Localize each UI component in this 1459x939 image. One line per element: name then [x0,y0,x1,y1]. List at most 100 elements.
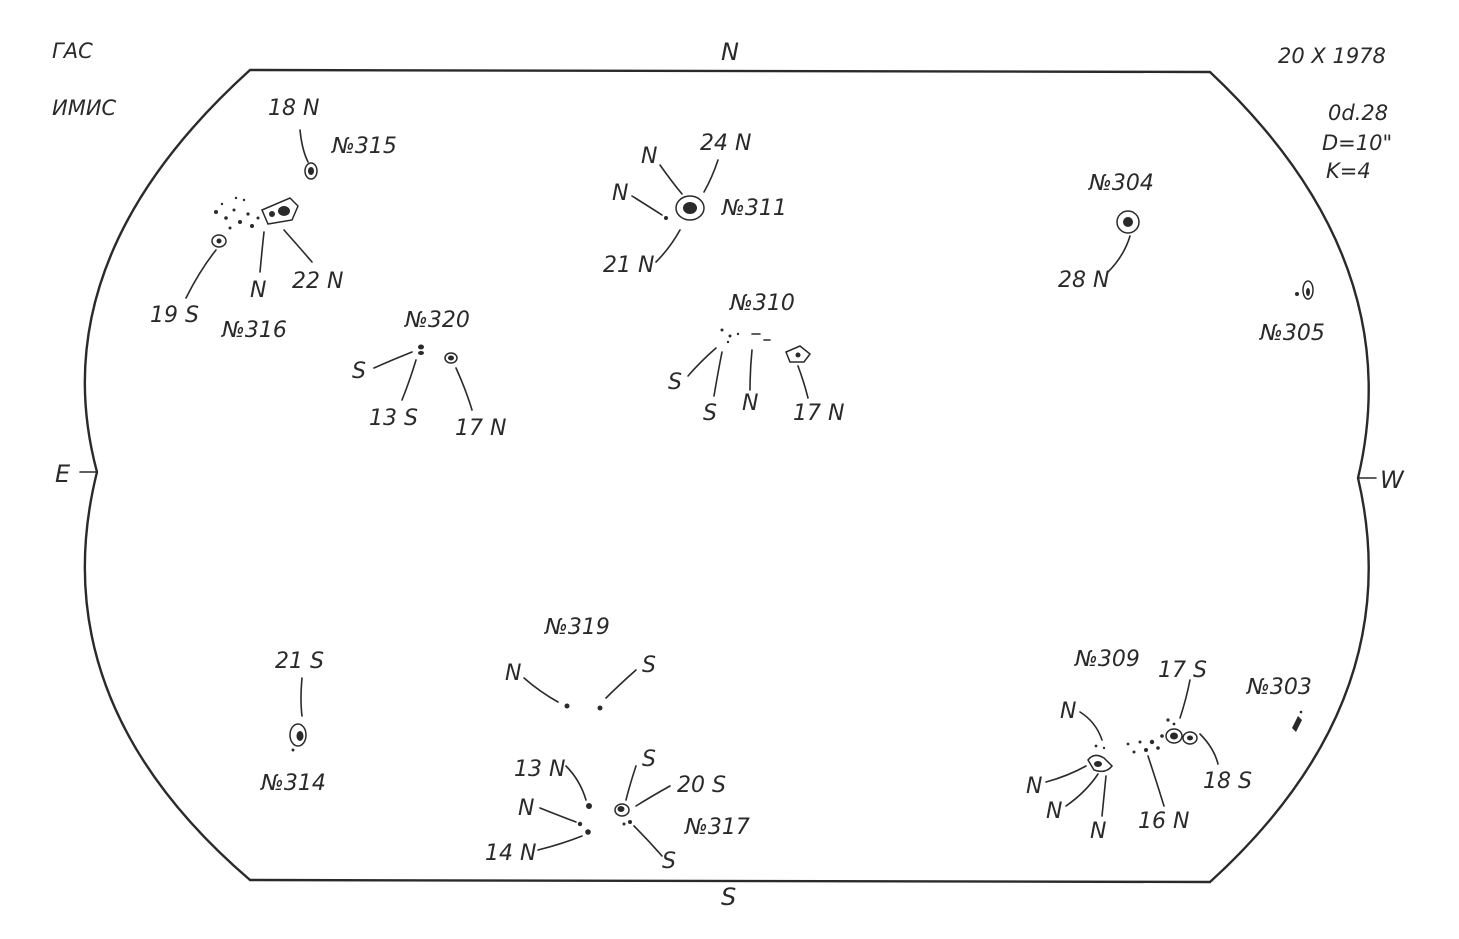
group-number: №314 [260,771,326,796]
pore [1102,746,1106,750]
polarity-label: S [668,370,682,395]
pore [1295,292,1299,296]
diameter-label: D=10" [1322,131,1392,155]
pore [628,820,632,824]
spot [418,351,424,355]
leader-line [565,765,587,801]
leader-line [1065,773,1099,807]
latitude-label: 13 S [369,406,418,431]
spot [597,705,603,711]
group-number: №316 [221,318,287,343]
sunspot-group-317: №317 13 N N 14 N S 20 S S [485,747,750,874]
leader-line [655,229,681,263]
polarity-label: N [612,181,628,206]
leader-line [703,159,719,193]
leader-line [625,765,637,801]
umbra [296,731,304,741]
north-label: N [721,38,739,66]
umbra [617,806,625,812]
pore [1299,710,1303,714]
institute-label: ИМИС [52,96,117,120]
south-label: S [721,883,736,911]
leader-line [1147,755,1165,807]
k-index-label: K=4 [1326,159,1371,183]
latitude-label: 21 N [603,253,654,278]
sunspot-group-320: №320 S 13 S 17 N [352,308,506,441]
polarity-label: N [505,661,521,686]
polarity-label: N [250,278,266,303]
sunspot-group-303: №303 [1246,675,1312,732]
latitude-label: 18 N [268,96,319,121]
latitude-label: 13 N [514,757,565,782]
polarity-label: S [642,747,656,772]
latitude-label: 16 N [1138,809,1189,834]
pore [726,340,730,344]
pore [291,748,295,752]
pore [214,210,218,214]
pore [238,220,242,224]
umbra [448,355,454,361]
group-number: №305 [1259,321,1325,346]
polarity-label: N [641,144,657,169]
leader-line [1101,775,1107,817]
group-number: №319 [544,615,610,640]
pore [1132,750,1136,754]
latitude-label: 28 N [1058,268,1109,293]
spot [585,829,591,835]
leader-line [259,231,265,273]
polarity-label: S [703,401,717,426]
leader-line [1179,679,1191,719]
group-number: №315 [331,134,397,159]
leader-line [659,164,683,195]
umbra [269,211,275,217]
sunspot-group-305: №305 [1259,280,1325,346]
pore [1156,746,1160,750]
pore [622,822,626,826]
leader-line [455,367,473,411]
leader-line [687,347,717,377]
sunspot-group-315: №315 18 N [268,96,397,180]
sunspot-group-310: №310 S S N 17 N [668,291,844,426]
group-number: №303 [1246,675,1312,700]
sunspot-group-309: №309 N N N N 17 S 18 S 16 N [1026,647,1252,844]
umbra [308,167,314,175]
group-number: №309 [1074,647,1140,672]
pore [242,198,246,202]
sunspot-group-316: №316 19 S N 22 N [150,196,343,343]
time-label: 0d.28 [1328,101,1388,125]
polarity-label: N [1090,819,1106,844]
spot [586,803,592,809]
east-label: E [55,460,71,488]
leader-line [373,351,413,369]
pore [246,212,250,216]
latitude-label: 17 S [1158,658,1207,683]
pore [232,208,236,212]
pore [216,238,222,244]
leader-line [749,349,753,391]
pore [1149,739,1155,745]
leader-line [300,677,303,717]
latitude-label: 17 N [455,416,506,441]
leader-line [713,351,723,397]
polarity-label: N [1046,799,1062,824]
pore [234,196,238,200]
latitude-label: 20 S [677,773,726,798]
umbra [1170,732,1178,740]
umbra [1123,217,1133,227]
pore [220,202,224,206]
pore [1094,744,1098,748]
leader-line [1045,765,1087,783]
pore [736,332,740,336]
leader-line [185,249,217,299]
pore [1126,742,1130,746]
leader-line [605,669,637,699]
umbra [683,202,697,214]
date-label: 20 X 1978 [1278,44,1386,68]
leader-line [299,129,309,163]
leader-line [633,825,663,857]
pore [256,216,260,220]
pore [250,224,254,228]
polarity-label: S [662,849,676,874]
polarity-label: N [1060,699,1076,724]
pore [1144,748,1148,752]
